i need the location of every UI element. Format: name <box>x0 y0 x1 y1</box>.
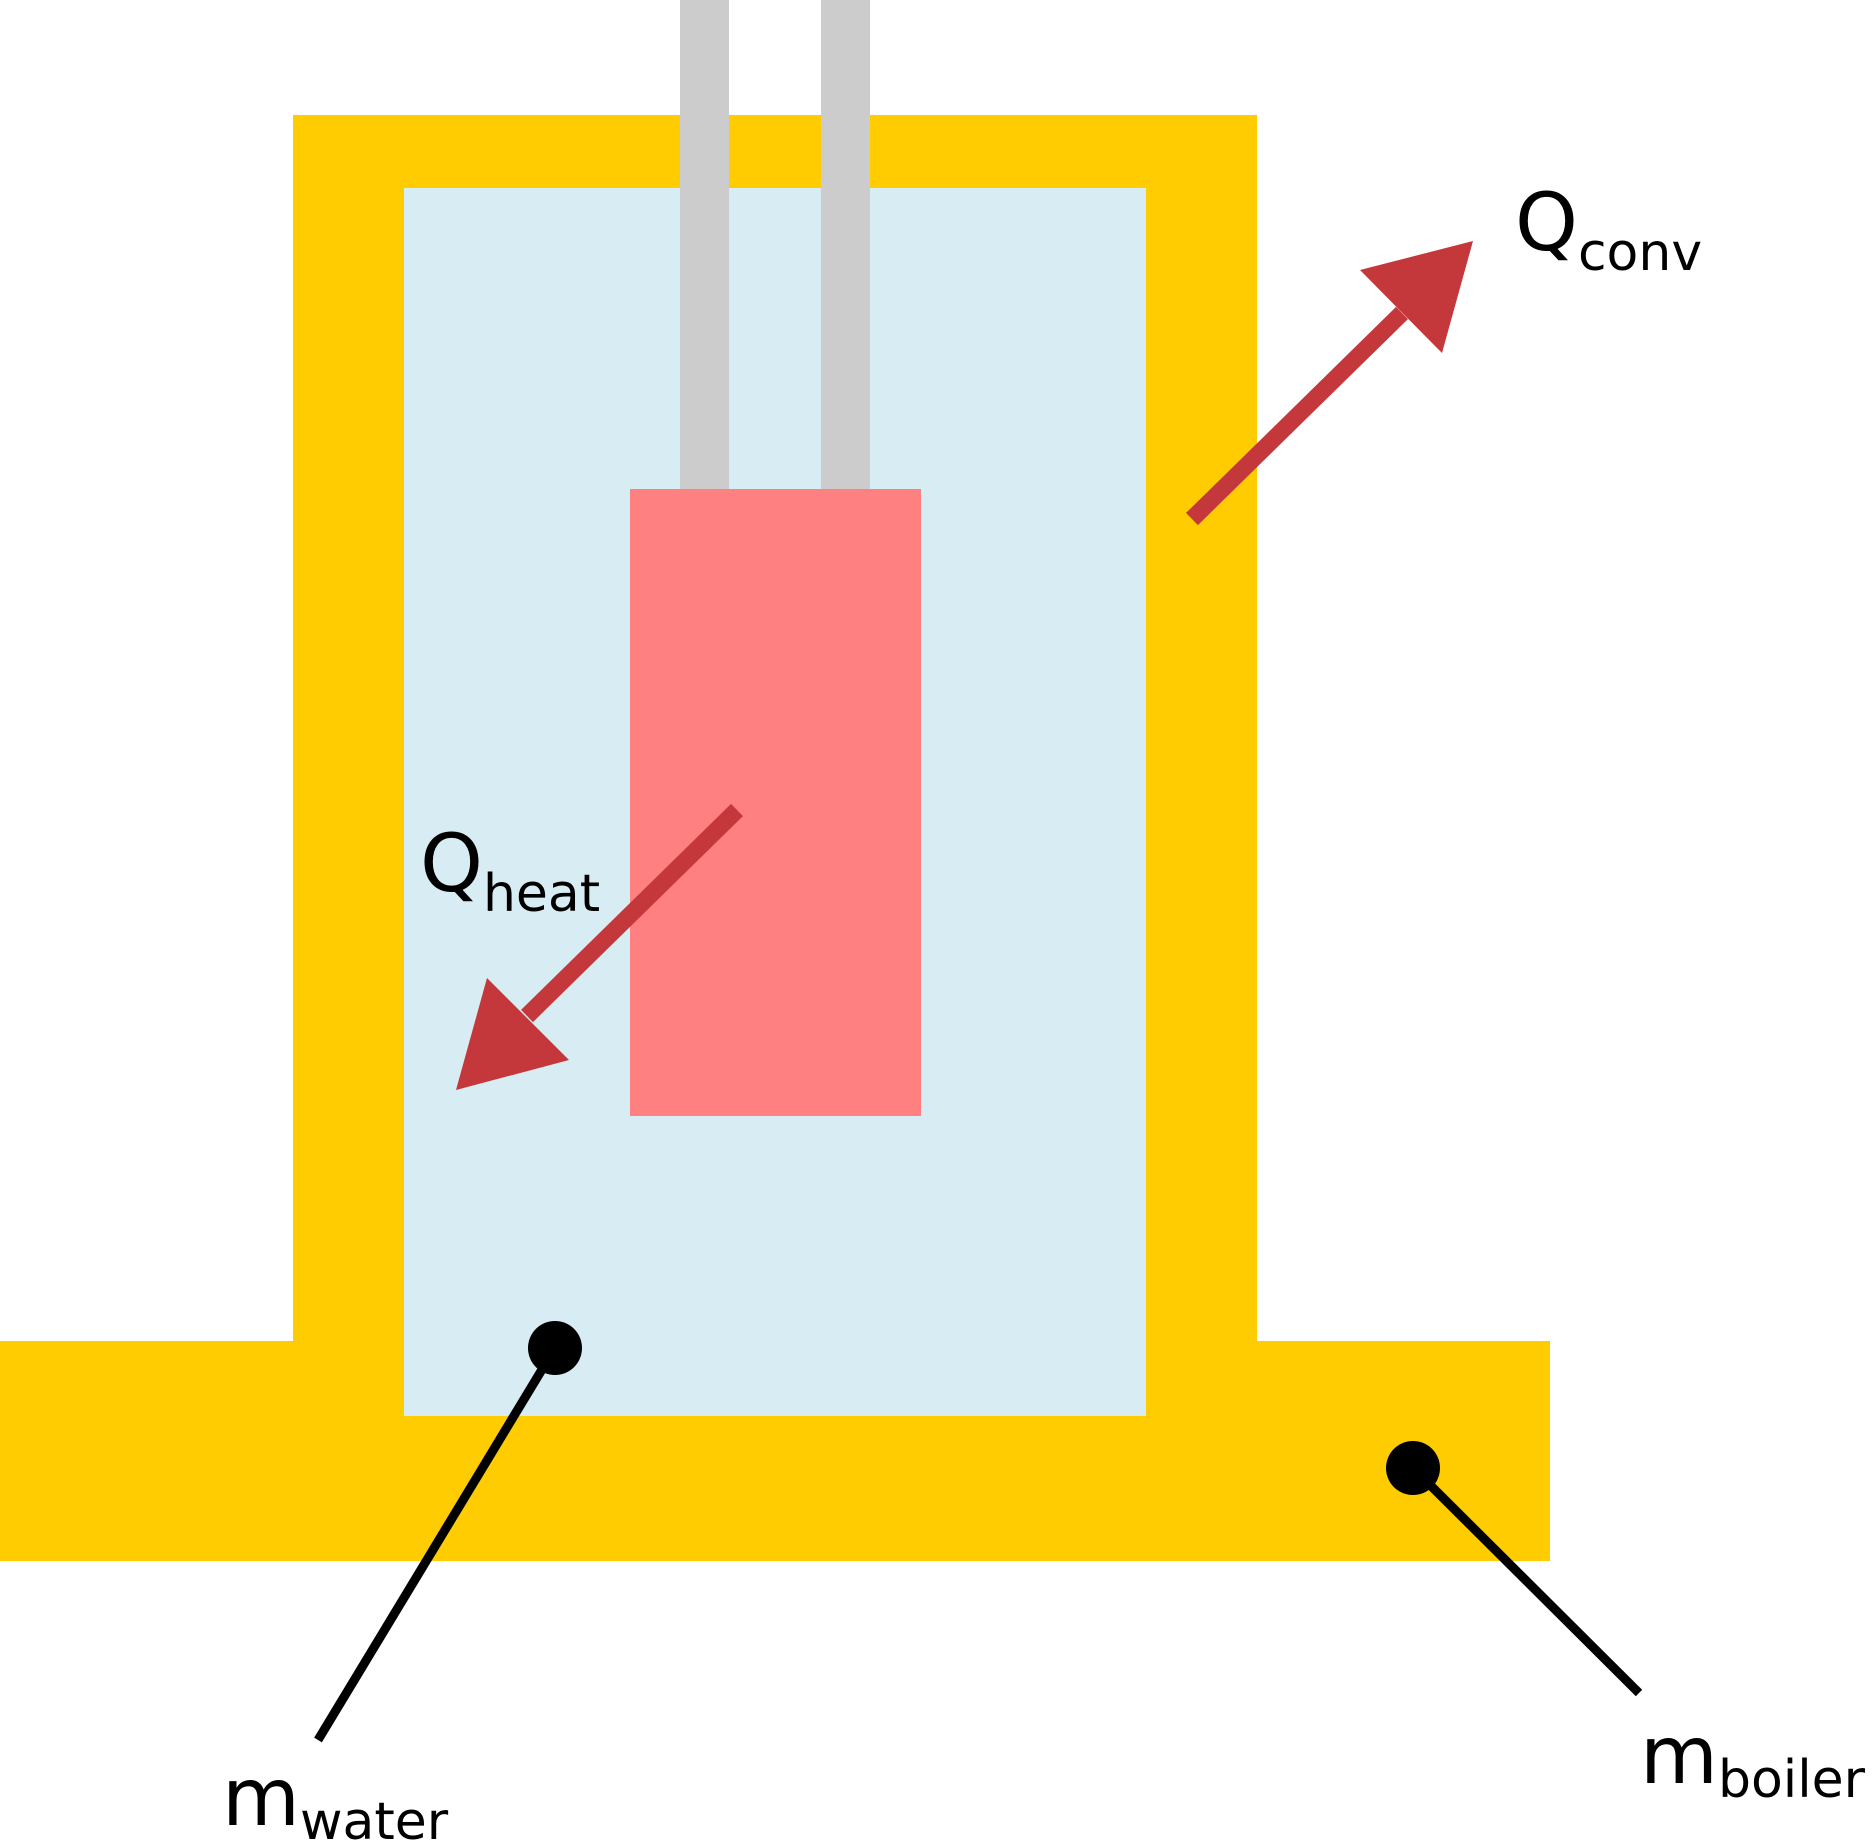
m-water-label-main: m <box>222 1751 300 1843</box>
q-heat-label-sub: heat <box>483 864 600 924</box>
heating-element <box>630 489 921 1116</box>
m-water-pointer <box>314 1321 582 1743</box>
m-water-label: mwater <box>222 1751 449 1843</box>
m-boiler-label-sub: boiler <box>1718 1750 1866 1810</box>
q-conv-arrow <box>1186 241 1473 526</box>
m-water-pointer-line <box>314 1345 559 1743</box>
m-water-label-sub: water <box>300 1792 449 1843</box>
q-heat-arrow-shaft <box>521 803 743 1023</box>
q-conv-label: Qconv <box>1515 176 1702 283</box>
q-heat-label-main: Q <box>420 817 483 910</box>
m-boiler-pointer <box>1386 1441 1643 1697</box>
m-boiler-pointer-dot <box>1386 1441 1440 1495</box>
m-water-pointer-dot <box>528 1321 582 1375</box>
m-boiler-pointer-line <box>1409 1464 1643 1697</box>
q-heat-label: Qheat <box>420 817 600 924</box>
terminal-left <box>680 0 729 490</box>
m-boiler-label: mboiler <box>1640 1709 1866 1810</box>
q-heat-arrow <box>456 803 743 1090</box>
q-conv-label-main: Q <box>1515 176 1578 269</box>
q-conv-label-sub: conv <box>1578 223 1702 283</box>
q-conv-arrow-head <box>1360 241 1473 353</box>
heater-terminals <box>680 0 870 490</box>
terminal-right <box>821 0 870 490</box>
q-heat-arrow-head <box>456 978 569 1090</box>
q-conv-arrow-shaft <box>1186 306 1408 526</box>
m-boiler-label-main: m <box>1640 1709 1718 1802</box>
